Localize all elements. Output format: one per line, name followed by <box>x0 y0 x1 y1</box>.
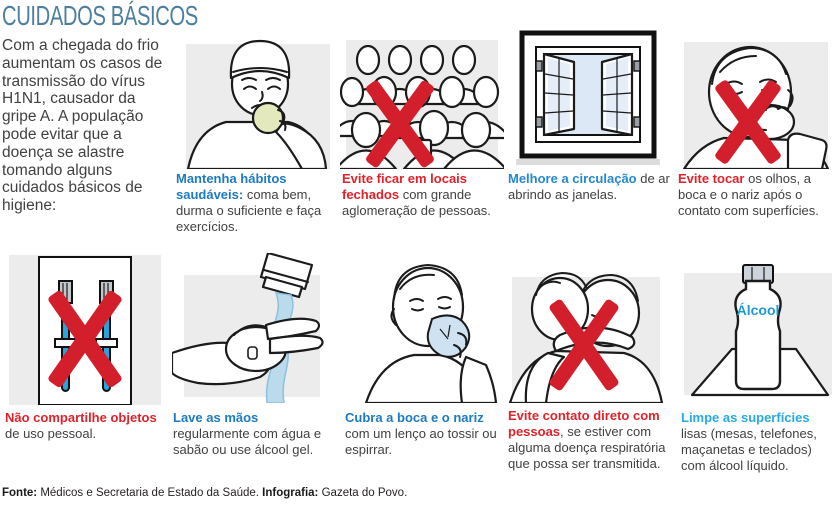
person-eating-apple-illustration <box>186 39 330 169</box>
hinge <box>633 116 641 128</box>
touch-face-illustration <box>682 42 830 169</box>
caption-lead: Evite ficar em locais fechados <box>342 171 468 202</box>
caption-personal-objects: Não compartilhe objetos de uso pessoal. <box>5 410 165 442</box>
prohibited-x-icon <box>366 80 434 168</box>
caption-avoid-crowds: Evite ficar em locais fechados com grand… <box>342 171 500 219</box>
faucet <box>259 253 314 299</box>
caption-rest: de ar abrindo as janelas. <box>508 171 670 202</box>
arm <box>786 132 828 169</box>
left-sash <box>542 52 576 137</box>
caption-clean-surfaces: Limpe as superfícies lisas (mesas, telef… <box>681 410 833 474</box>
credit-text: Gazeta do Povo. <box>318 487 408 499</box>
source-label: Fonte: <box>2 487 38 499</box>
intro-paragraph: Com a chegada do frio aumentam os casos … <box>2 37 163 215</box>
alcohol-bottle-illustration: Álcool <box>684 264 832 397</box>
caption-lead: Não compartilhe objetos <box>5 410 157 425</box>
caption-rest: os olhos, a boca e o nariz após o contat… <box>678 171 819 218</box>
bottle-body <box>734 279 782 391</box>
crowd-illustration <box>340 40 504 169</box>
bottle-label: Álcool <box>737 302 780 318</box>
caption-rest: regularmente com água e sabão ou use álc… <box>173 426 322 457</box>
caption-rest: lisas (mesas, telefones, maçanetas e tec… <box>681 426 817 473</box>
cover-mouth-illustration <box>364 264 498 403</box>
arm <box>274 122 328 169</box>
prohibited-x-icon <box>549 299 619 391</box>
caption-lead: Evite contato direto com pessoas <box>508 408 660 439</box>
caption-lead: Evite tocar <box>678 171 745 186</box>
thumbnail <box>247 346 258 360</box>
right-sash <box>600 52 634 137</box>
source-credit-line: Fonte: Médicos e Secretaria de Estado da… <box>2 487 407 499</box>
hinge <box>535 60 543 72</box>
caption-healthy-habits: Mantenha hábitos saudáveis: coma bem, du… <box>176 171 334 235</box>
hug-illustration <box>508 272 664 403</box>
caption-rest: de uso pessoal. <box>5 426 97 441</box>
apple <box>251 101 285 135</box>
finger <box>268 334 324 355</box>
washing-hands-illustration <box>172 253 324 403</box>
prohibited-x-icon <box>715 80 781 164</box>
caption-rest: , se estiver com alguma doença respirató… <box>508 424 666 471</box>
caption-lead: Limpe as superfícies <box>681 410 810 425</box>
caption-rest: com grande aglomeração de pessoas. <box>342 187 491 218</box>
caption-air-circulation: Melhore a circulação de ar abrindo as ja… <box>508 171 670 203</box>
arm <box>524 351 566 403</box>
caption-avoid-touching-face: Evite tocar os olhos, a boca e o nariz a… <box>678 171 834 219</box>
hinge <box>535 116 543 128</box>
open-window-illustration <box>516 30 660 165</box>
page-title: CUIDADOS BÁSICOS <box>2 0 198 31</box>
caption-lead: Melhore a circulação <box>508 171 637 186</box>
caption-cover-mouth: Cubra a boca e o nariz com um lenço ao t… <box>345 410 503 458</box>
caption-lead: Mantenha hábitos saudáveis: <box>176 171 287 202</box>
caption-lead: Cubra a boca e o nariz <box>345 410 484 425</box>
credit-label: Infografia: <box>262 487 319 499</box>
caption-lead: Lave as mãos <box>173 410 259 425</box>
caption-avoid-contact: Evite contato direto com pessoas, se est… <box>508 408 676 472</box>
arm <box>459 355 498 403</box>
toothbrushes-illustration <box>9 255 161 405</box>
caption-rest: coma bem, durma o suficiente e faça exer… <box>176 187 322 234</box>
hinge <box>633 60 641 72</box>
prohibited-x-icon <box>48 290 122 388</box>
source-text: Médicos e Secretaria de Estado da Saúde. <box>37 487 263 499</box>
caption-rest: com um lenço ao tossir ou espirrar. <box>345 426 497 457</box>
caption-wash-hands: Lave as mãos regularmente com água e sab… <box>173 410 333 458</box>
